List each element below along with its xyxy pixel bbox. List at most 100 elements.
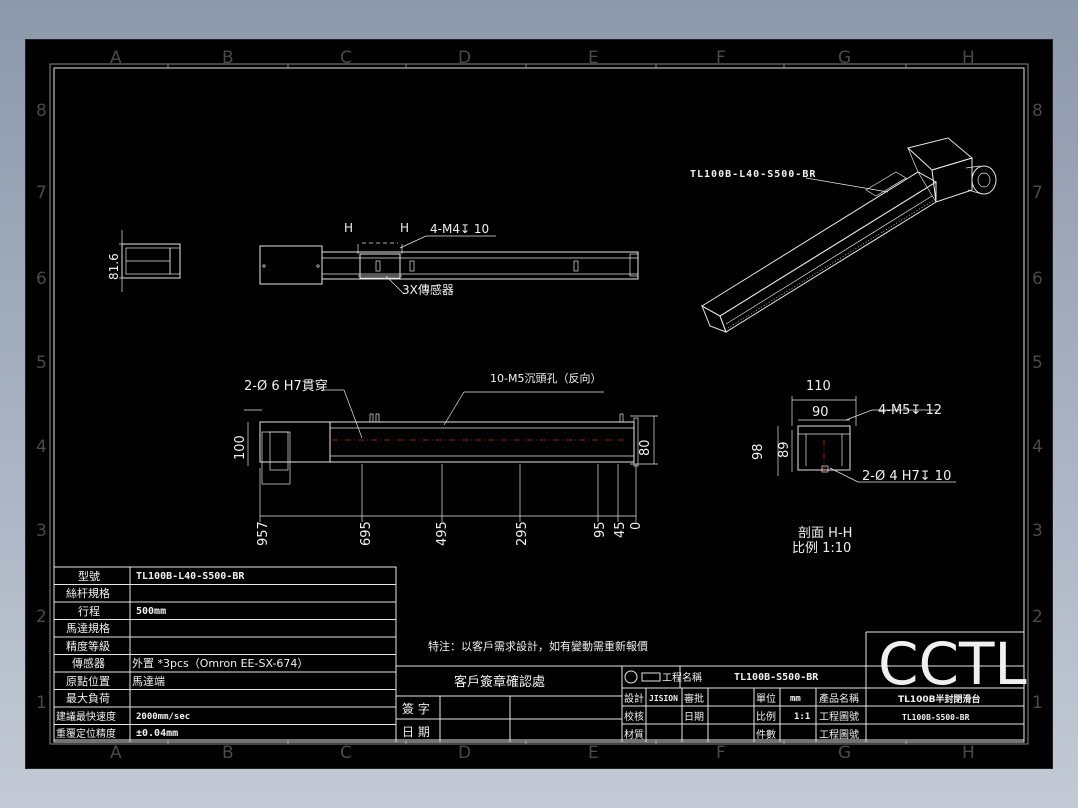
- spec-label-repeatability: 重覆定位精度: [56, 727, 116, 740]
- spec-label-screw: 絲杆規格: [66, 586, 110, 600]
- zone-row-7-left: 7: [36, 183, 47, 203]
- front-view-position-295: 295: [515, 521, 530, 546]
- drawing-note: 特注：以客戶需求設計，如有變動需重新報價: [428, 639, 648, 653]
- customer-date-label: 日 期: [402, 725, 430, 739]
- zone-col-b-bottom: B: [222, 743, 234, 763]
- front-view-dim-height-left: 100: [233, 435, 248, 460]
- top-view: [259, 235, 639, 295]
- spec-label-stroke: 行程: [78, 605, 100, 618]
- zone-col-a-top: A: [110, 48, 122, 68]
- spec-label-origin: 原點位置: [66, 674, 110, 688]
- zone-col-c-bottom: C: [340, 743, 352, 763]
- zone-row-1-left: 1: [36, 693, 47, 713]
- front-view-position-695: 695: [359, 521, 374, 546]
- title-scale-label: 比例: [756, 710, 776, 723]
- title-unit-label: 單位: [756, 692, 776, 705]
- customer-sign-label: 簽 字: [402, 701, 430, 716]
- top-view-section-label-right: H: [400, 221, 409, 235]
- zone-col-g-top: G: [838, 48, 851, 68]
- title-material-label: 材質: [624, 728, 644, 741]
- title-product-name-label: 產品名稱: [819, 692, 859, 705]
- zone-row-4-right: 4: [1032, 437, 1043, 457]
- front-view-position-45: 45: [613, 521, 628, 538]
- zone-row-6-right: 6: [1032, 269, 1043, 289]
- zone-row-8-right: 8: [1032, 101, 1043, 121]
- zone-col-b-top: B: [222, 48, 234, 68]
- spec-value-stroke: 500mm: [136, 606, 166, 617]
- zone-row-3-right: 3: [1032, 521, 1043, 541]
- zone-col-c-top: C: [340, 48, 352, 68]
- section-scale: 比例 1:10: [792, 541, 851, 556]
- spec-value-sensor: 外置 *3pcs（Omron EE-SX-674）: [132, 657, 308, 670]
- title-drawing-no: TL100B-S500-BR: [902, 713, 970, 722]
- zone-col-d-bottom: D: [458, 743, 471, 763]
- title-drawing-ver-label: 工程圖號: [819, 728, 859, 741]
- zone-col-h-top: H: [962, 48, 975, 68]
- zone-row-2-left: 2: [36, 607, 47, 627]
- spec-value-max-speed: 2000mm/sec: [136, 712, 190, 722]
- zone-row-2-right: 2: [1032, 607, 1043, 627]
- zone-row-5-left: 5: [36, 353, 47, 373]
- isometric-part-label: TL100B-L40-S500-BR: [690, 169, 816, 180]
- spec-label-max-speed: 建議最快速度: [56, 710, 116, 723]
- spec-value-model: TL100B-L40-S500-BR: [136, 571, 245, 582]
- zone-row-3-left: 3: [36, 521, 47, 541]
- zone-col-e-bottom: E: [588, 743, 599, 763]
- zone-col-g-bottom: G: [838, 743, 851, 763]
- inner-border: [53, 67, 1025, 741]
- title-check-label: 校核: [624, 710, 644, 723]
- spec-label-model: 型號: [78, 569, 100, 583]
- spec-label-sensor: 傳感器: [72, 657, 105, 670]
- front-view-position-0: 0: [629, 522, 644, 530]
- section-dim-90: 90: [812, 405, 829, 420]
- isometric-view: [701, 137, 997, 333]
- front-view-position-495: 495: [435, 521, 450, 546]
- title-drawing-name-label: 工程名稱: [662, 671, 702, 684]
- top-view-callout-holes: 4-M4↧ 10: [430, 222, 489, 236]
- title-approve-label: 審批: [684, 692, 704, 705]
- spec-value-repeatability: ±0.04mm: [136, 728, 178, 739]
- section-view: [777, 396, 956, 483]
- zone-col-e-top: E: [588, 48, 599, 68]
- projection-cone-icon: [641, 672, 661, 682]
- drawing-sheet: A B C D E F G H A B C D E F G H 8 7 6 5 …: [26, 40, 1052, 768]
- front-view: [244, 389, 658, 522]
- top-view-section-label-left: H: [344, 221, 353, 235]
- projection-circle-icon: [624, 670, 638, 684]
- zone-row-7-right: 7: [1032, 183, 1043, 203]
- front-view-callout-pin: 2-Ø 6 H7貫穿: [244, 378, 328, 394]
- spec-table: [53, 566, 397, 743]
- title-design-label: 設計: [624, 692, 644, 705]
- customer-confirm-title: 客戶簽章確認處: [454, 674, 545, 690]
- front-view-dim-height-right: 80: [638, 439, 653, 456]
- spec-label-motor: 馬達規格: [66, 621, 110, 635]
- top-view-callout-sensor: 3X傳感器: [402, 282, 454, 297]
- section-callout-m5: 4-M5↧ 12: [878, 403, 942, 418]
- title-block: [621, 631, 1025, 743]
- title-drawing-no-label: 工程圖號: [819, 710, 859, 723]
- zone-col-f-bottom: F: [716, 743, 726, 763]
- zone-row-5-right: 5: [1032, 353, 1043, 373]
- section-dim-110: 110: [806, 379, 831, 394]
- zone-row-6-left: 6: [36, 269, 47, 289]
- title-drawing-name: TL100B-S500-BR: [734, 672, 819, 683]
- front-view-callout-holes: 10-M5沉頭孔（反向）: [490, 371, 601, 385]
- zone-row-1-right: 1: [1032, 693, 1043, 713]
- end-view: [119, 230, 181, 292]
- zone-col-f-top: F: [716, 48, 726, 68]
- company-logo: CCTL: [878, 630, 1027, 698]
- title-pieces-label: 件數: [756, 728, 776, 741]
- spec-value-origin: 馬達端: [132, 675, 165, 688]
- spec-label-precision-grade: 精度等級: [66, 639, 110, 653]
- section-title: 剖面 H-H: [798, 526, 852, 541]
- title-designer: JISION: [649, 694, 678, 703]
- section-dim-89: 89: [777, 441, 792, 458]
- zone-row-8-left: 8: [36, 101, 47, 121]
- title-date-label: 日期: [684, 711, 704, 723]
- zone-col-d-top: D: [458, 48, 471, 68]
- title-scale-value: 1:1: [794, 712, 810, 722]
- zone-col-h-bottom: H: [962, 743, 975, 763]
- end-view-dim-height: 81.6: [107, 253, 121, 280]
- zone-row-4-left: 4: [36, 437, 47, 457]
- cad-drawing-canvas: A B C D E F G H A B C D E F G H 8 7 6 5 …: [36, 48, 1043, 763]
